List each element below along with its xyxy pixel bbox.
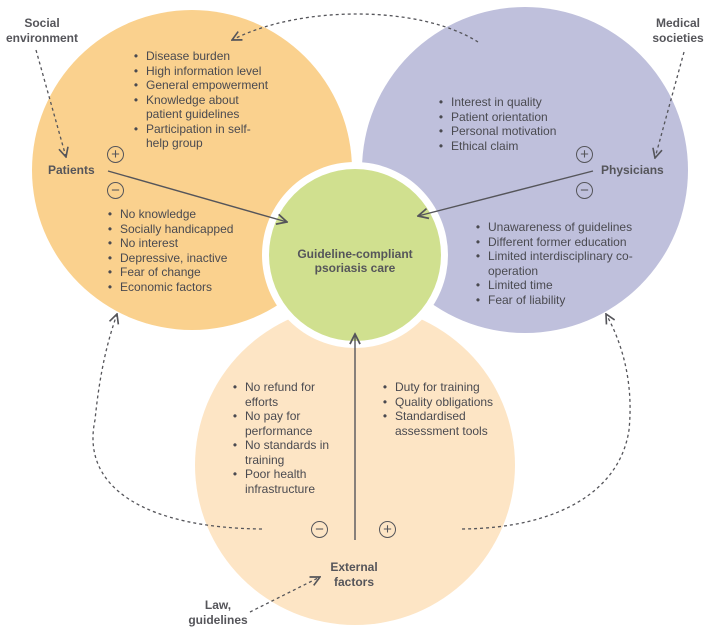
- center-circle-fill: [269, 169, 441, 341]
- list-item: Limited interdisciplinary co-operation: [473, 249, 638, 278]
- patients-label: Patients: [48, 163, 95, 177]
- list-item: Fear of liability: [473, 293, 668, 308]
- list-item: Patient orientation: [436, 110, 621, 125]
- law-guidelines-line1: Law,: [204, 598, 232, 612]
- list-item: No standards in training: [230, 438, 345, 467]
- list-item: No pay for performance: [230, 409, 345, 438]
- law-guidelines-dotted-arrow: [249, 577, 320, 613]
- external-positive-list: Duty for training Quality obligations St…: [380, 380, 495, 438]
- external-negative-list: No refund for efforts No pay for perform…: [230, 380, 345, 496]
- physicians-positive-list: Interest in quality Patient orientation …: [436, 95, 621, 153]
- medical-societies-dotted-arrow: [655, 51, 685, 158]
- social-environment-label: Social environment: [2, 16, 82, 46]
- external-factors-line2: factors: [333, 575, 374, 589]
- external-minus-icon: −: [311, 521, 328, 538]
- list-item: Fear of change: [105, 265, 290, 280]
- list-item: Limited time: [473, 278, 668, 293]
- list-item: Disease burden: [131, 49, 316, 64]
- patients-positive-list: Disease burden High information level Ge…: [131, 49, 316, 151]
- list-item: No interest: [105, 236, 290, 251]
- external-plus-icon: +: [379, 521, 396, 538]
- center-title-line2: psoriasis care: [314, 261, 396, 275]
- physicians-minus-icon: −: [576, 182, 593, 199]
- external-to-patients-dotted-arrow: [92, 314, 263, 530]
- list-item: Unawareness of guidelines: [473, 220, 668, 235]
- patients-minus-icon: −: [107, 182, 124, 199]
- list-item: Economic factors: [105, 280, 290, 295]
- medical-societies-label: Medical societies: [638, 16, 718, 46]
- list-item: Quality obligations: [380, 395, 495, 410]
- external-factors-line1: External: [330, 560, 378, 574]
- physicians-to-patients-dotted-arrow: [232, 13, 479, 43]
- list-item: Poor health infrastructure: [230, 467, 345, 496]
- list-item: General empowerment: [131, 78, 316, 93]
- list-item: Standardised assessment tools: [380, 409, 495, 438]
- external-to-physicians-dotted-arrow: [461, 314, 631, 530]
- social-environment-line1: Social: [24, 16, 60, 30]
- list-item: Ethical claim: [436, 139, 621, 154]
- list-item: Socially handicapped: [105, 222, 290, 237]
- list-item: Different former education: [473, 235, 668, 250]
- patients-plus-icon: +: [107, 146, 124, 163]
- list-item: Duty for training: [380, 380, 495, 395]
- law-guidelines-line2: guidelines: [188, 613, 248, 627]
- patients-negative-list: No knowledge Socially handicapped No int…: [105, 207, 290, 294]
- list-item: Depressive, inactive: [105, 251, 290, 266]
- social-environment-line2: environment: [5, 31, 78, 45]
- list-item: Participation in self-help group: [131, 122, 256, 151]
- list-item: High information level: [131, 64, 316, 79]
- physicians-label: Physicians: [601, 163, 664, 177]
- center-title: Guideline-compliant psoriasis care: [275, 247, 435, 275]
- medical-societies-line1: Medical: [655, 16, 700, 30]
- center-title-line1: Guideline-compliant: [297, 247, 413, 261]
- list-item: Interest in quality: [436, 95, 621, 110]
- law-guidelines-label: Law, guidelines: [178, 598, 258, 628]
- external-factors-label: External factors: [314, 560, 394, 590]
- list-item: Personal motivation: [436, 124, 621, 139]
- physicians-arrow: [418, 170, 594, 216]
- list-item: No refund for efforts: [230, 380, 345, 409]
- physicians-negative-list: Unawareness of guidelines Different form…: [473, 220, 668, 307]
- list-item: No knowledge: [105, 207, 290, 222]
- medical-societies-line2: societies: [652, 31, 704, 45]
- list-item: Knowledge about patient guidelines: [131, 93, 266, 122]
- social-environment-dotted-arrow: [35, 49, 66, 157]
